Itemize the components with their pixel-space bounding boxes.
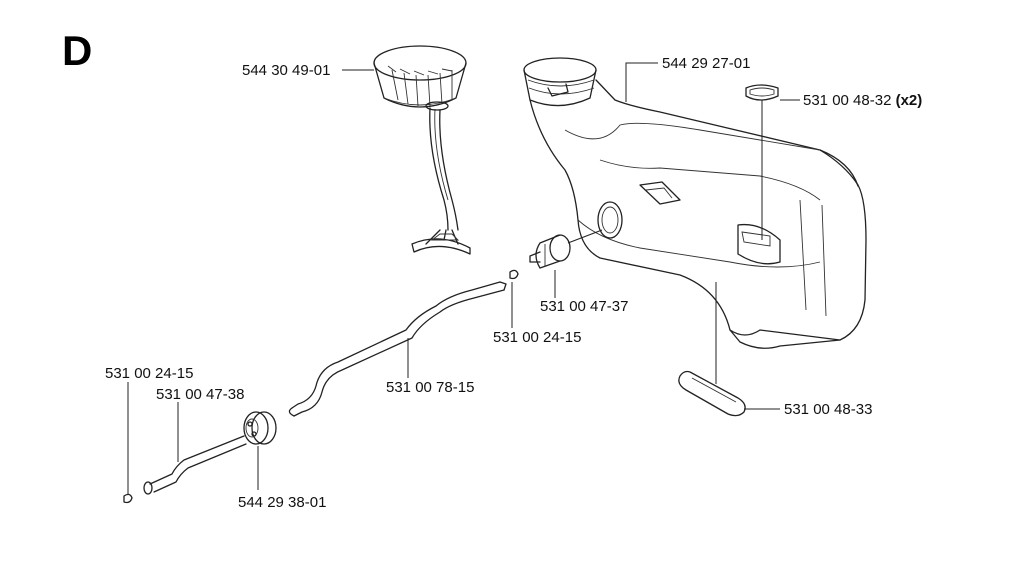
- part-label-clip-outer: 531 00 24-15: [105, 366, 193, 381]
- damper-bottom-drawing: [678, 282, 746, 417]
- part-number: 531 00 48-33: [784, 401, 873, 418]
- part-number: 544 29 27-01: [662, 55, 751, 72]
- fuel-hose-drawing: [288, 281, 507, 417]
- part-number: 531 00 47-38: [156, 386, 245, 403]
- leader-lines: [127, 62, 800, 494]
- part-label-fuel-hose: 531 00 78-15: [386, 380, 474, 395]
- part-number: 531 00 48-32: [803, 92, 892, 109]
- part-number: 531 00 24-15: [105, 365, 194, 382]
- damper-top-drawing: [745, 84, 779, 240]
- part-label-damper-top: 531 00 48-32 (x2): [803, 93, 922, 108]
- clip-inner-drawing: [509, 269, 519, 280]
- part-number: 544 29 38-01: [238, 494, 327, 511]
- part-label-grommet: 544 29 38-01: [238, 495, 326, 510]
- part-number: 544 30 49-01: [242, 62, 331, 79]
- fuel-filter-drawing: [529, 229, 603, 269]
- part-number: 531 00 78-15: [386, 379, 475, 396]
- fuel-cap-drawing: [373, 45, 471, 255]
- hose-end-drawing: [143, 435, 247, 495]
- part-number: 531 00 24-15: [493, 329, 582, 346]
- part-label-cap-filter: 544 30 49-01: [242, 63, 330, 78]
- part-label-damper-bottom: 531 00 48-33: [784, 402, 872, 417]
- grommet-drawing: [243, 411, 277, 445]
- part-quantity: (x2): [895, 92, 923, 109]
- part-number: 531 00 47-37: [540, 298, 629, 315]
- fuel-tank-drawing: [523, 57, 867, 349]
- part-label-fuel-tank: 544 29 27-01: [662, 56, 750, 71]
- part-label-hose-end: 531 00 47-38: [156, 387, 244, 402]
- clip-outer-drawing: [123, 493, 133, 504]
- part-label-fuel-filter: 531 00 47-37: [540, 299, 628, 314]
- section-letter: D: [62, 27, 93, 74]
- part-label-clip-inner: 531 00 24-15: [493, 330, 581, 345]
